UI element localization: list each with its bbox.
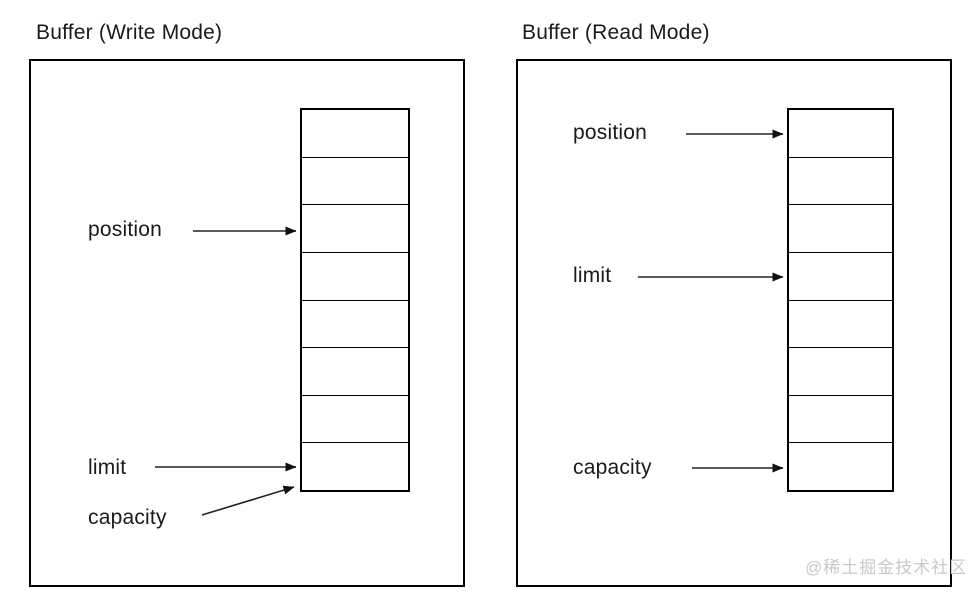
buffer-cell <box>789 443 892 490</box>
buffer-cell <box>302 252 408 301</box>
buffer-cell <box>789 252 892 301</box>
label-position-write-mode: position <box>88 218 162 241</box>
label-capacity-read-mode: capacity <box>573 456 652 479</box>
buffer-cell <box>789 205 892 253</box>
panel-title-write-mode: Buffer (Write Mode) <box>36 21 223 44</box>
panel-title-read-mode: Buffer (Read Mode) <box>522 21 710 44</box>
label-limit-read-mode: limit <box>573 264 612 287</box>
buffer-cell <box>302 300 408 349</box>
buffer-cell <box>302 395 408 444</box>
buffer-cell <box>789 300 892 349</box>
buffer-cell <box>789 348 892 396</box>
buffer-cell <box>302 157 408 206</box>
buffer-cell <box>789 395 892 444</box>
buffer-cell <box>789 110 892 158</box>
label-capacity-write-mode: capacity <box>88 506 167 529</box>
buffer-cell <box>302 348 408 396</box>
watermark-text: @稀土掘金技术社区 <box>805 558 968 577</box>
buffer-cell <box>302 205 408 253</box>
buffer-column-write-mode <box>300 108 410 492</box>
buffer-cell <box>302 443 408 490</box>
label-position-read-mode: position <box>573 121 647 144</box>
buffer-cell <box>789 157 892 206</box>
buffer-column-read-mode <box>787 108 894 492</box>
buffer-cell <box>302 110 408 158</box>
label-limit-write-mode: limit <box>88 456 127 479</box>
